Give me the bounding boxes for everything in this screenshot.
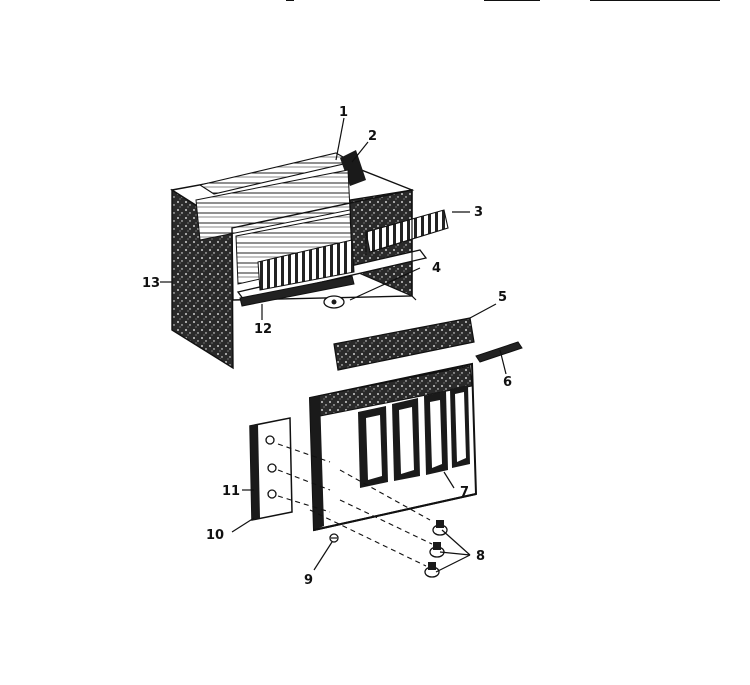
callout-2: 2 [368,129,377,144]
callout-8: 8 [476,549,485,564]
callout-labels: 1 2 3 4 5 6 7 8 9 10 11 12 13 [142,105,512,588]
callout-3: 3 [474,205,483,220]
callout-13: 13 [142,276,160,291]
fin-assembly [257,239,355,291]
alignment-lines [277,443,433,567]
screw-part [329,533,339,543]
callout-7: 7 [460,485,469,500]
rod-part [475,341,523,363]
cabinet-assembly [170,150,449,370]
callout-9: 9 [304,573,313,588]
front-panel-assembly [308,317,523,532]
callout-5: 5 [498,290,507,305]
callout-12: 12 [254,322,272,337]
callout-6: 6 [503,375,512,390]
callout-10: 10 [206,528,224,543]
callout-1: 1 [339,105,348,120]
callout-4: 4 [432,261,441,276]
front-panel-left-border [310,396,324,530]
corner-bracket [340,150,366,186]
front-ledge [239,275,355,307]
rack-part [365,209,449,253]
knob-set [424,520,448,578]
top-strip-part [333,317,475,371]
callout-11: 11 [222,484,240,499]
leader-lines [160,117,507,573]
control-bracket [249,417,293,521]
front-panel-louvers [358,385,470,488]
